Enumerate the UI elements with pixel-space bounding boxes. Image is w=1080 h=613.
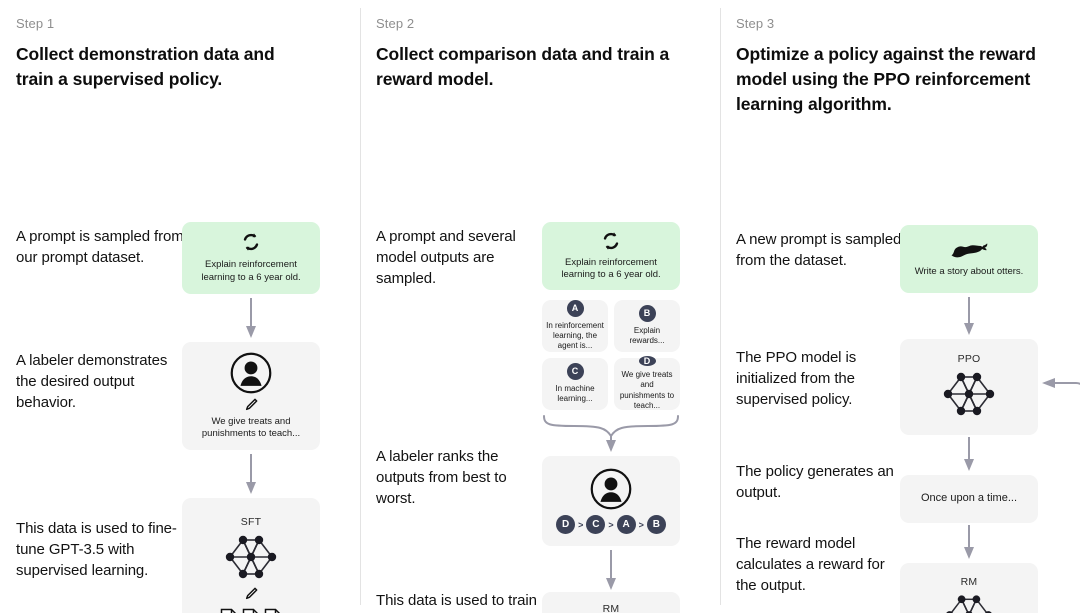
neural-network-icon [946,595,992,613]
step-3-desc-1: A new prompt is sampled from the dataset… [736,230,902,269]
rank-badge-4: B [646,515,666,535]
gt-icon: > [578,519,584,530]
document-icon [264,608,281,613]
rank-badge-3: A [616,515,636,535]
gt-icon: > [608,519,614,530]
step-2-desc-1: A prompt and several model outputs are s… [376,227,516,288]
step-1-prompt-text: Explain reinforcement learning to a 6 ye… [201,259,301,283]
labeler-person-icon [230,352,272,393]
step-1-desc-3: This data is used to fine-tune GPT-3.5 w… [16,519,177,580]
brace-connector [543,414,679,452]
output-text-d: We give treats and punishments to teach.… [619,369,675,411]
sample-loop-icon [243,233,259,251]
arrow-down-1a [246,297,256,338]
badge-a: A [566,299,584,317]
step-3-output-text: Once upon a time... [921,492,1017,505]
step-1-labeler-card[interactable]: We give treats and punishments to teach.… [182,341,320,450]
step-3-output-card[interactable]: Once upon a time... [900,474,1038,523]
badge-c: C [566,362,584,380]
step-1-prompt-card[interactable]: Explain reinforcement learning to a 6 ye… [182,221,320,294]
step-3-rm-caption: RM [960,576,978,589]
output-text-a: In reinforcement learning, the agent is.… [546,320,604,351]
otter-icon [951,243,988,258]
step-2-prompt-card[interactable]: Explain reinforcement learning to a 6 ye… [542,221,680,290]
step-2-desc-3: This data is used to train our reward mo… [376,591,537,613]
step-3-ppo-caption: PPO [957,353,981,366]
step-3-body: A new prompt is sampled from the dataset… [736,121,1080,613]
step-3-rm-card[interactable]: RM [900,562,1038,613]
step-2-body: A prompt and several model outputs are s… [376,118,702,613]
step-2-title: Collect comparison data and train a rewa… [376,44,670,89]
step-1-desc-1: A prompt is sampled from our prompt data… [16,227,184,266]
step-2-rm-caption: RM [602,602,620,613]
neural-network-icon [225,535,277,578]
step-1-body: A prompt is sampled from our prompt data… [16,118,342,613]
output-text-b: Explain rewards... [629,325,665,346]
rank-badge-2: C [586,515,606,535]
step-3-column: Step 3 Optimize a policy against the rew… [720,0,1080,613]
arrow-down-3b [964,436,974,471]
arrow-down-3c [964,524,974,559]
step-2-ranking-card[interactable]: D > C > A > B [542,455,680,546]
step-2-rm-card[interactable]: RM [542,591,680,613]
output-text-c: In machine learning... [555,383,595,404]
output-card-d[interactable]: D We give treats and punishments to teac… [614,355,680,411]
step-1-desc-2: A labeler demonstrates the desired outpu… [16,351,168,412]
document-icon [242,608,259,613]
step-1-column: Step 1 Collect demonstration data and tr… [0,0,360,613]
arrow-down-2b [606,549,616,590]
gt-icon: > [638,519,644,530]
pencil-icon [245,587,258,599]
ranking-row: D > C > A > B [556,515,666,535]
step-3-label: Step 3 [736,16,775,31]
output-card-b[interactable]: B Explain rewards... [614,299,680,352]
step-2-label: Step 2 [376,16,415,31]
step-3-prompt-text: Write a story about otters. [914,266,1024,278]
step-3-title: Optimize a policy against the reward mod… [736,44,1036,114]
pencil-icon [245,398,258,410]
step-3-desc-2: The PPO model is initialized from the su… [736,348,857,409]
output-card-c[interactable]: C In machine learning... [542,357,608,410]
step-2-desc-2: A labeler ranks the outputs from best to… [376,447,507,508]
documents-group [220,608,282,613]
step-2-prompt-text: Explain reinforcement learning to a 6 ye… [561,256,661,281]
badge-b: B [638,304,656,322]
step-1-labeler-text: We give treats and punishments to teach.… [201,415,301,440]
step-3-ppo-card[interactable]: PPO [900,338,1038,435]
feedback-loop-arrow [1042,377,1080,388]
neural-network-icon [943,372,995,416]
step-1-label: Step 1 [16,16,55,31]
step-1-sft-card[interactable]: SFT [182,497,320,613]
step-3-desc-4b: The reward model calculates a reward for… [736,534,885,595]
step-3-desc-3: The policy generates an output. [736,462,894,501]
step-2-column: Step 2 Collect comparison data and train… [360,0,720,613]
output-card-a[interactable]: A In reinforcement learning, the agent i… [542,299,608,352]
step-1-sft-caption: SFT [240,515,262,528]
badge-d: D [638,355,656,366]
step-1-title: Collect demonstration data and train a s… [16,44,275,89]
sample-loop-icon [603,231,619,250]
arrow-down-1b [246,453,256,494]
rank-badge-1: D [556,515,576,535]
labeler-person-icon [590,468,632,510]
arrow-down-3a [964,296,974,335]
step-3-prompt-card[interactable]: Write a story about otters. [900,224,1038,293]
document-icon [220,608,237,613]
